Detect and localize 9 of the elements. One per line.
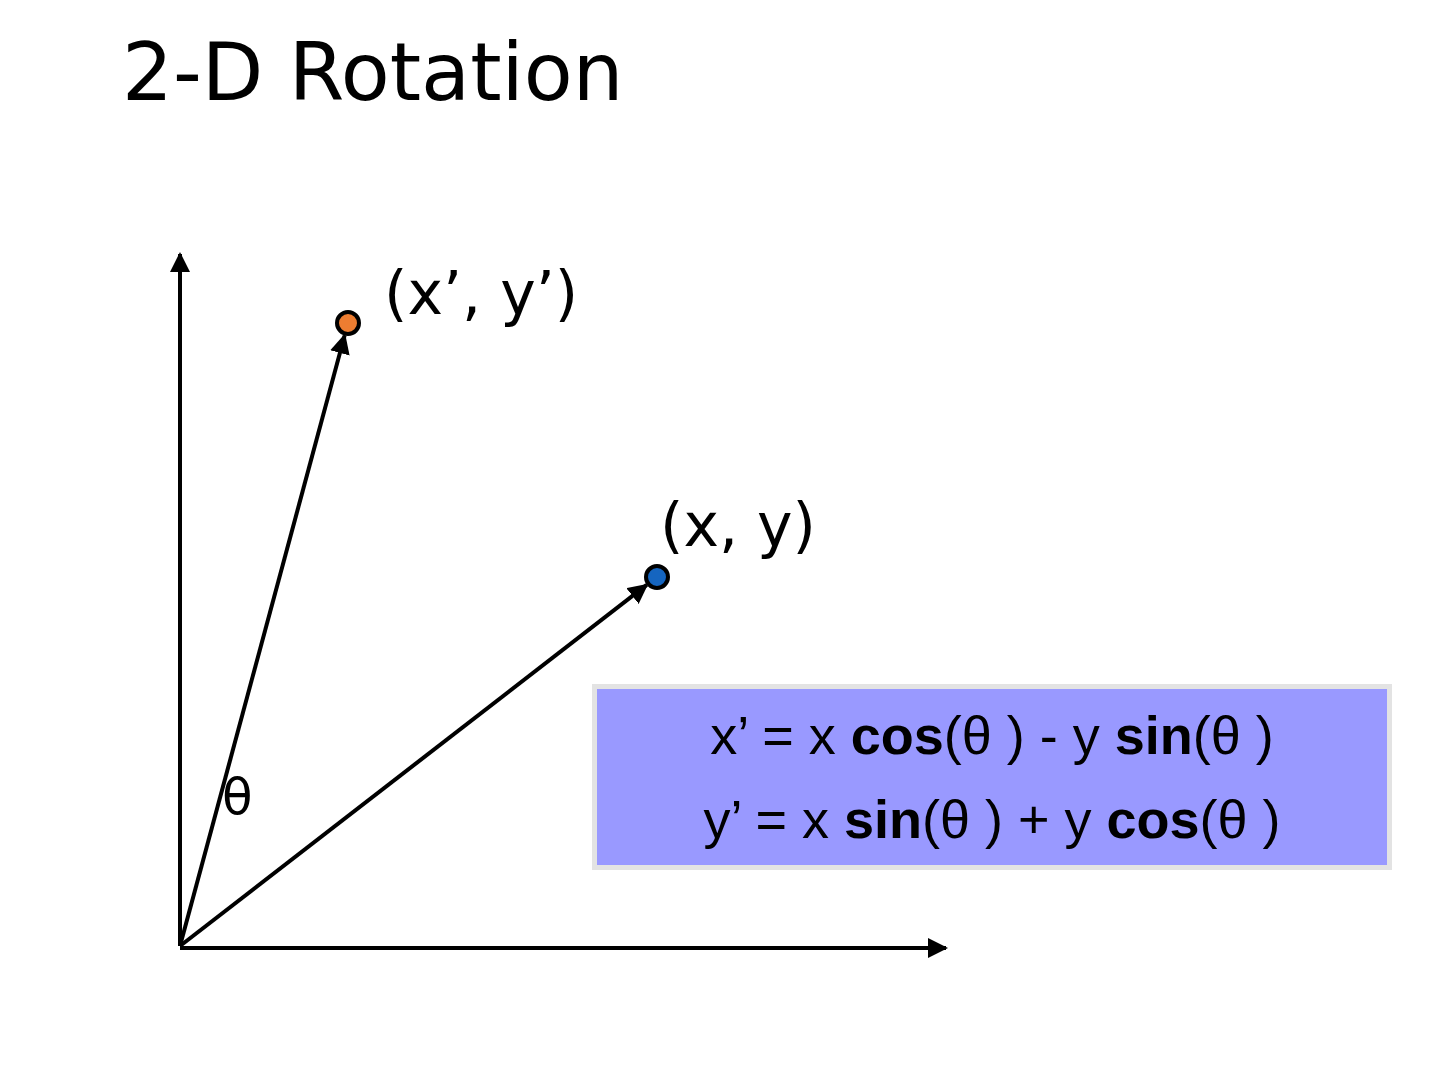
- angle-label: θ: [222, 768, 253, 826]
- title: 2-D Rotation: [122, 26, 624, 119]
- formula-box: [592, 684, 1392, 870]
- formula: y’ = x sin(θ ) + y cos(θ ): [703, 788, 1281, 851]
- point-marker: [644, 564, 670, 590]
- point-marker: [335, 310, 361, 336]
- point-label: (x, y): [660, 490, 816, 560]
- formula: x’ = x cos(θ ) - y sin(θ ): [710, 704, 1274, 767]
- point-label: (x’, y’): [384, 258, 579, 328]
